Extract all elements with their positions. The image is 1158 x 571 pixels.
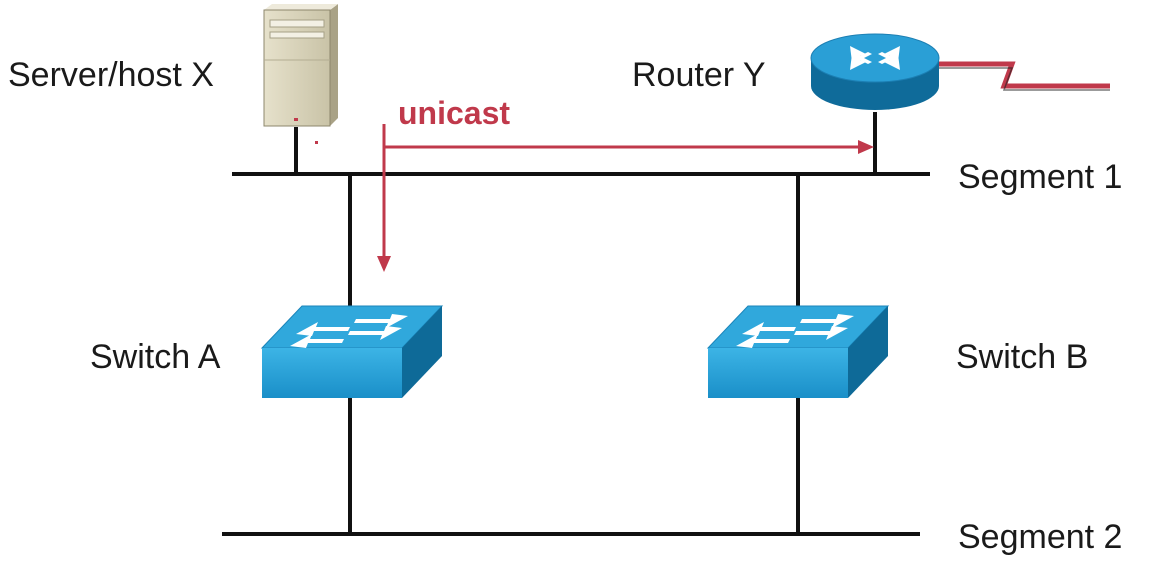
arrow-down-icon [377,256,391,272]
router-label: Router Y [632,56,766,94]
router-icon [810,33,940,110]
server-label: Server/host X [8,56,214,94]
segment-1-label: Segment 1 [958,158,1122,196]
segment-2-label: Segment 2 [958,518,1122,556]
arrow-right-icon [858,140,874,154]
switch-b-icon [706,305,890,398]
server-icon [263,4,338,144]
switch-a-icon [260,305,444,398]
unicast-label: unicast [398,95,510,131]
unicast-arrows [377,124,874,272]
wan-link-icon [939,61,1110,89]
switch-a-label: Switch A [90,338,221,376]
switch-b-label: Switch B [956,338,1088,376]
